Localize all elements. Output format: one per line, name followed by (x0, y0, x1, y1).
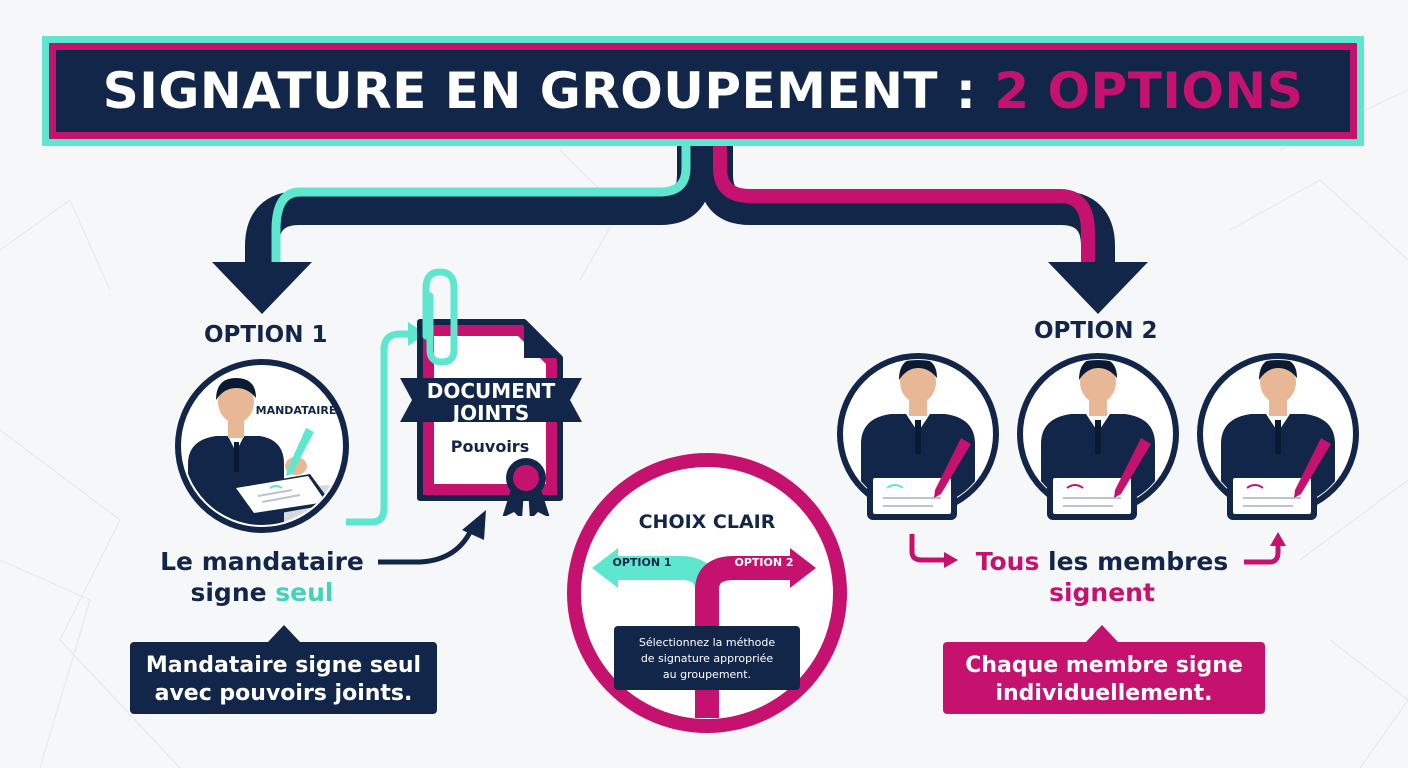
tablet-icon (1227, 472, 1317, 520)
center-desc-line1: Sélectionnez la méthode (639, 636, 775, 649)
option2-caption-les-membres: les membres (1039, 547, 1229, 576)
title-accent: 2 OPTIONS (994, 62, 1304, 120)
member-1-illustration (837, 353, 999, 520)
center-desc-line3: au groupement. (663, 668, 751, 681)
choix-clair-circle: CHOIX CLAIR OPTION 1 OPTION 2 Sélectionn… (567, 453, 847, 733)
option2-box-line1: Chaque membre signe (965, 653, 1243, 678)
document-subtitle: Pouvoirs (451, 437, 529, 456)
ribbon-seal-icon (502, 458, 550, 516)
option2-caption-signent: signent (1049, 578, 1155, 607)
option1-box-line1: Mandataire signe seul (145, 653, 422, 678)
member-2-illustration (1017, 353, 1179, 520)
option2-caption-line1: Tous les membres (962, 546, 1242, 577)
tablet-icon (230, 474, 332, 518)
option1-caption-line2: signe seul (146, 577, 378, 608)
paperclip-icon (422, 268, 458, 366)
left-arrowhead (212, 262, 312, 314)
right-arrowhead (1048, 262, 1148, 314)
option2-box-line2: individuellement. (995, 681, 1213, 706)
pen-icon (934, 438, 971, 498)
pen-icon (1114, 438, 1151, 498)
option2-caption-tous: Tous (975, 547, 1040, 576)
page-title: SIGNATURE EN GROUPEMENT : 2 OPTIONS (103, 62, 1304, 120)
option2-info-box: Chaque membre signe individuellement. (943, 642, 1265, 714)
option1-caption-line1: Le mandataire (160, 547, 364, 576)
option1-caption-signe: signe (190, 578, 276, 607)
title-main: SIGNATURE EN GROUPEMENT : (102, 62, 977, 120)
option1-caption: Le mandataire signe seul (146, 546, 378, 608)
option2-caption: Tous les membres signent (962, 546, 1242, 608)
choix-clair-title: CHOIX CLAIR (639, 511, 776, 533)
mandataire-badge: MANDATAIRE (256, 404, 337, 417)
center-desc-line2: de signature appropriée (641, 652, 774, 665)
document-title-line1: DOCUMENT (427, 379, 556, 403)
center-arrow-option1: OPTION 1 (612, 556, 671, 569)
option1-box-line2: avec pouvoirs joints. (154, 681, 413, 706)
tablet-icon (1047, 472, 1137, 520)
document-joints-illustration: DOCUMENT JOINTS Pouvoirs (400, 268, 582, 516)
option2-label: OPTION 2 (1034, 318, 1158, 344)
tablet-icon (867, 472, 957, 520)
pen-icon (1294, 438, 1331, 498)
member-3-illustration (1197, 353, 1359, 520)
pen-icon (286, 428, 314, 476)
option1-info-box: Mandataire signe seul avec pouvoirs join… (130, 642, 437, 714)
mandataire-illustration: MANDATAIRE (175, 359, 349, 533)
title-banner: SIGNATURE EN GROUPEMENT : 2 OPTIONS (42, 36, 1364, 146)
document-title-line2: JOINTS (451, 401, 530, 425)
option1-label: OPTION 1 (204, 322, 328, 348)
center-arrow-option2: OPTION 2 (734, 556, 793, 569)
option1-caption-seul: seul (275, 578, 334, 607)
